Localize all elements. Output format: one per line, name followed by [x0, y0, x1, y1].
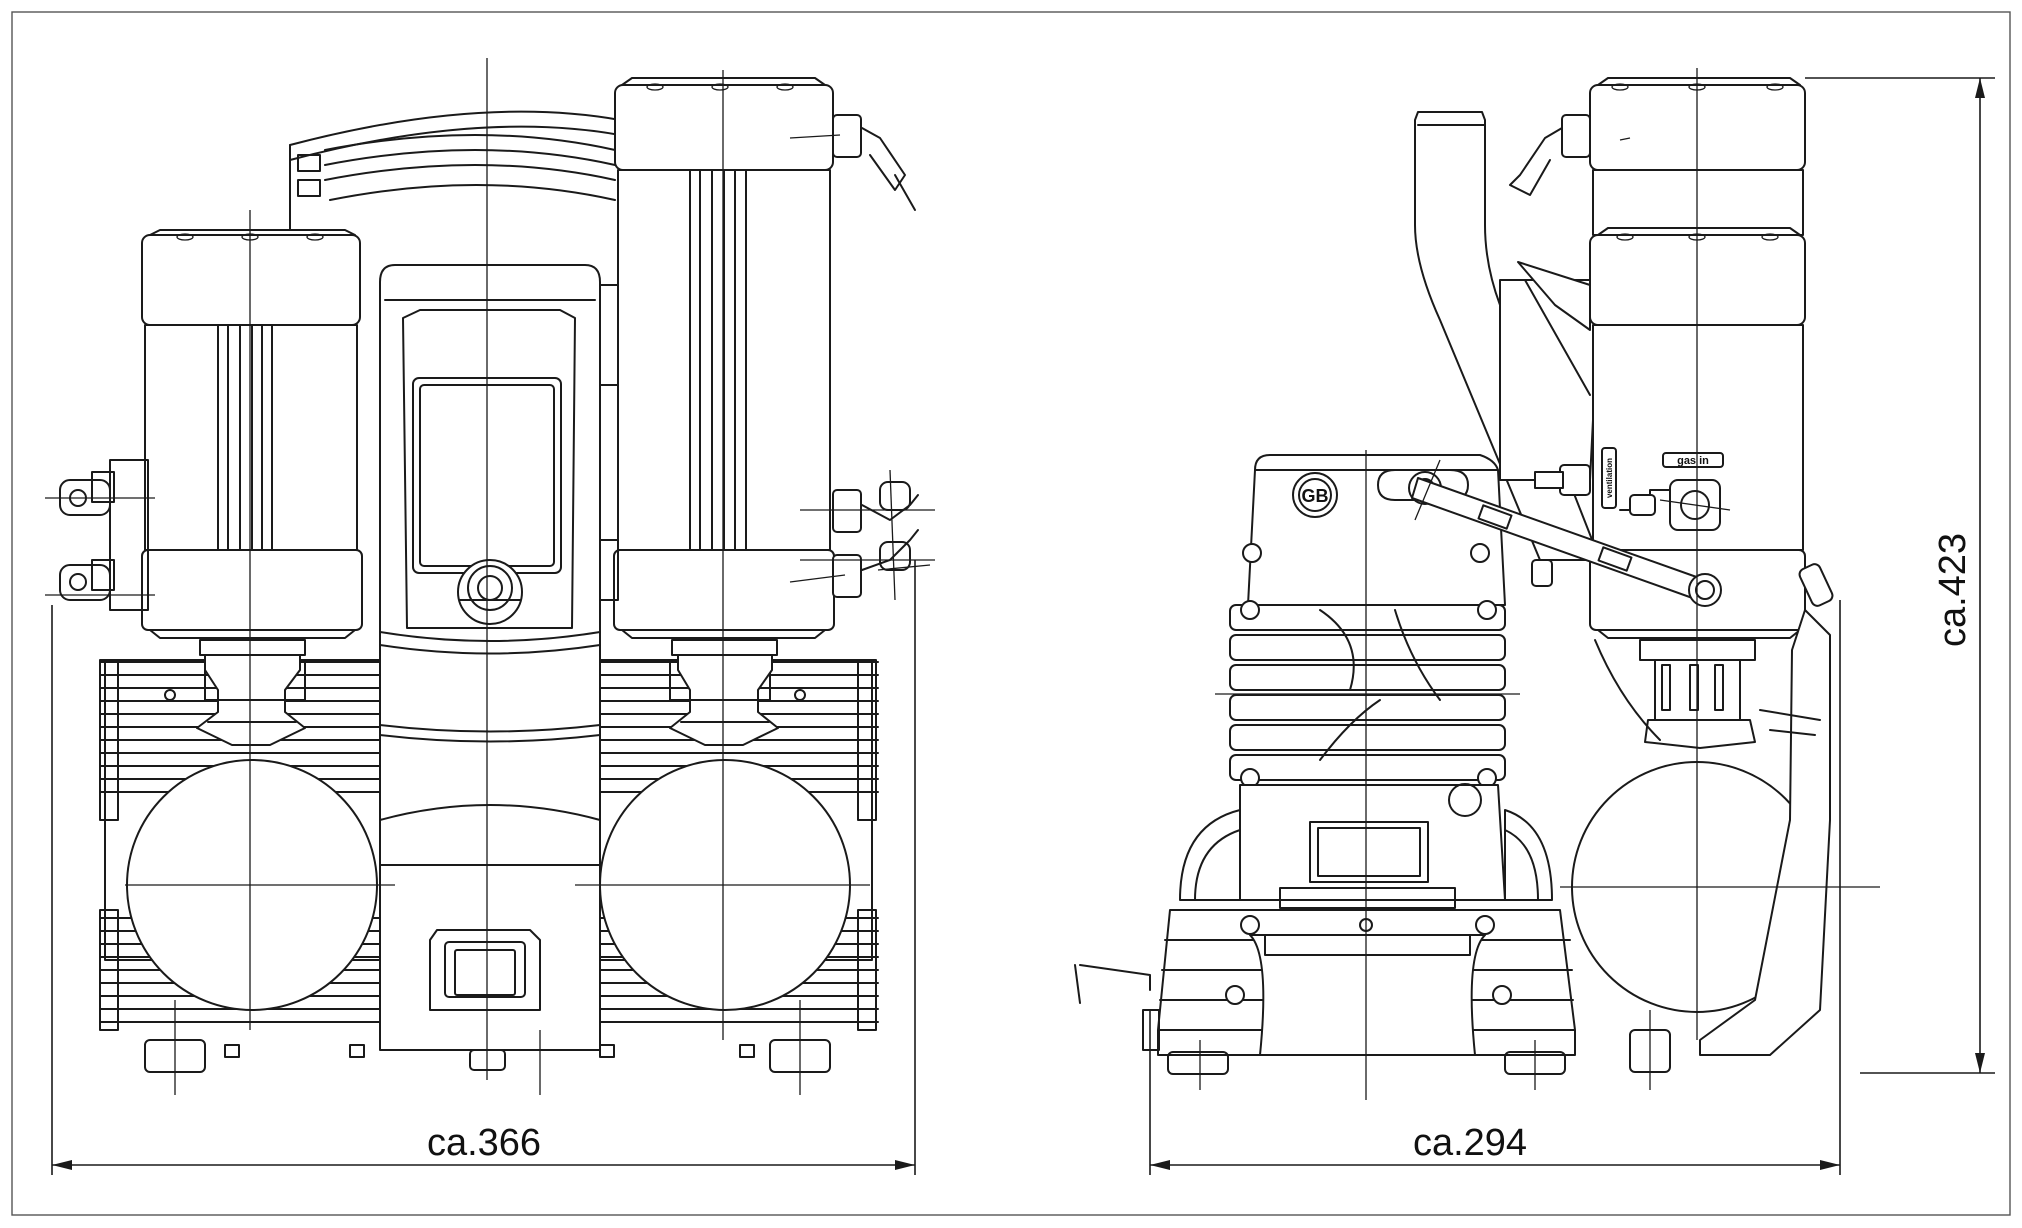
front-width-label: ca.366 [427, 1122, 541, 1164]
side-width-label: ca.294 [1413, 1122, 1527, 1164]
side-base-arches [1179, 809, 1553, 909]
front-width-dimension [51, 560, 916, 1175]
right-separator-flask [599, 639, 851, 1011]
power-switch [429, 929, 541, 1011]
left-side-fittings [45, 459, 155, 611]
control-knob [457, 559, 523, 625]
control-panel [379, 264, 601, 1071]
right-motor-head [613, 77, 935, 639]
rear-housing [289, 110, 621, 231]
side-support [1594, 609, 1831, 1056]
side-motor-housing: GB [1242, 454, 1722, 607]
height-dimension [1805, 77, 1995, 1074]
left-motor-head [141, 229, 363, 639]
front-view [45, 58, 935, 1175]
gas-in-label: gas in [1677, 455, 1709, 467]
side-width-dimension [1149, 600, 1841, 1175]
side-cooling-fins [1229, 600, 1506, 901]
height-label: ca.423 [1932, 533, 1974, 647]
gas-ballast-mark: GB [1302, 486, 1329, 506]
mounting-bracket [1499, 261, 1601, 481]
ventilation-label: ventilation [1605, 458, 1614, 498]
drawing-frame [11, 11, 2011, 1216]
side-view: gas in ventilation GB [1074, 68, 1995, 1175]
front-centre-lines [125, 58, 931, 1095]
side-centre-lines [1199, 68, 1880, 1100]
